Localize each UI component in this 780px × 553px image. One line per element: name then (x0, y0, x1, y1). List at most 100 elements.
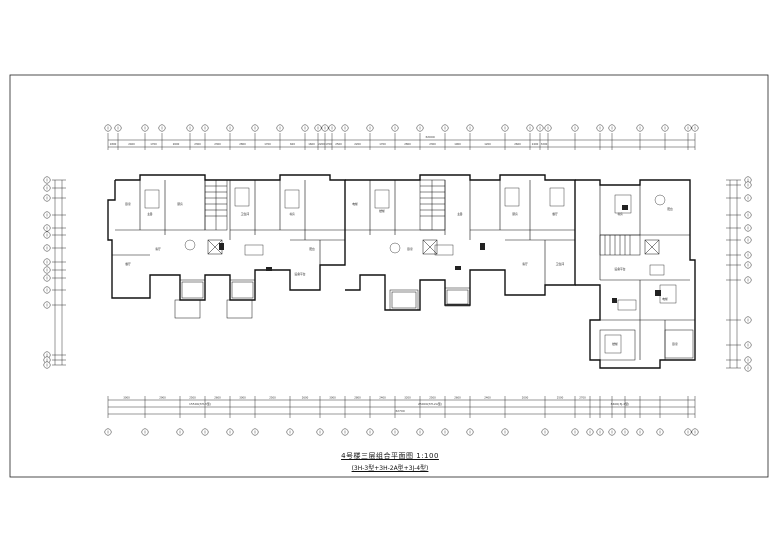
bottom-segment-label: 2500 (269, 396, 276, 400)
room-label: 卧室 (672, 342, 678, 346)
balconies (174, 279, 694, 361)
top-grid-bubble-27 (636, 124, 644, 132)
room-label: 餐厅 (125, 262, 131, 266)
bottom-grid-bubble-15 (501, 428, 509, 436)
interior-partitions (112, 180, 695, 360)
top-grid-bubbles (104, 124, 699, 132)
bottom-grid-bubble-11 (391, 428, 399, 436)
right-grid-bubble-9 (744, 276, 752, 284)
top-grid-bubble-23 (544, 124, 552, 132)
top-segment-label: 1200 (484, 142, 491, 146)
right-grid-bubbles (744, 176, 752, 372)
drawing-subtitle: (3H-3型+3H-2A型+3J-4型) (351, 465, 429, 472)
bottom-segment-label: 2500 (189, 396, 196, 400)
top-grid-bubble-6 (201, 124, 209, 132)
left-grid-bubble-4 (43, 211, 51, 219)
bottom-grid-bubble-9 (341, 428, 349, 436)
bottom-overall-dimension: 32700 (395, 409, 405, 413)
furniture-beds (144, 187, 677, 354)
top-grid-bubble-16 (391, 124, 399, 132)
top-grid-bubble-10 (301, 124, 309, 132)
bottom-grid-bubble-19 (596, 428, 604, 436)
top-grid-bubble-29 (684, 124, 692, 132)
room-label: 楼梯 (612, 342, 618, 346)
top-grid-bubble-19 (466, 124, 474, 132)
sheet-frame (9, 74, 769, 478)
left-grid-bubble-1 (43, 176, 51, 184)
top-segment-label: 2300 (429, 142, 436, 146)
bottom-grid-bubble-6 (251, 428, 259, 436)
right-grid-bubble-5 (744, 224, 752, 232)
bottom-segment-label: 2400 (484, 396, 491, 400)
left-grid-bubble-12 (43, 301, 51, 309)
room-label: 主卧 (147, 212, 153, 216)
top-segment-label: 1800 (110, 142, 117, 146)
top-grid-bubble-13 (328, 124, 336, 132)
top-grid-bubble-3 (141, 124, 149, 132)
room-labels: 卧室主卧厨房餐厅客厅卫生间书房阳台设备平台电梯楼梯卧室主卧厨房餐厅客厅卫生间书房… (125, 202, 678, 346)
bottom-grid-bubble-2 (141, 428, 149, 436)
bottom-segment-label: 3000 (123, 396, 130, 400)
bottom-grid-bubble-20 (608, 428, 616, 436)
top-segment-label: 1700 (379, 142, 386, 146)
right-dimension-chain (726, 179, 741, 369)
right-grid-bubble-10 (744, 316, 752, 324)
right-grid-bubble-7 (744, 251, 752, 259)
elevator-shafts (207, 239, 660, 255)
right-grid-bubble-11 (744, 341, 752, 349)
top-segment-label: 2400 (532, 142, 539, 146)
top-grid-bubble-9 (276, 124, 284, 132)
top-grid-bubble-25 (596, 124, 604, 132)
top-grid-bubble-11 (314, 124, 322, 132)
top-segment-label: 1700 (325, 142, 332, 146)
top-segment-label: 1600 (308, 142, 315, 146)
furniture-fixtures (219, 205, 661, 303)
right-grid-bubble-6 (744, 236, 752, 244)
bottom-grid-bubble-16 (541, 428, 549, 436)
top-segment-label: 2800 (404, 142, 411, 146)
stair-core-left (204, 179, 228, 231)
top-segment-label: 3200 (541, 142, 548, 146)
bottom-grid-bubble-21 (621, 428, 629, 436)
bottom-grid-bubble-24 (684, 428, 692, 436)
bottom-group-2: 25000(3H-2A型) (418, 401, 442, 406)
bottom-segment-label: 3000 (329, 396, 336, 400)
room-label: 阳台 (667, 207, 673, 211)
top-segment-label: 1700 (264, 142, 271, 146)
top-grid-bubble-8 (251, 124, 259, 132)
right-grid-bubble-2 (744, 181, 752, 189)
left-grid-bubble-6 (43, 231, 51, 239)
bottom-grid-bubble-23 (656, 428, 664, 436)
bottom-segment-label: 2700 (579, 396, 586, 400)
left-grid-bubble-13 (43, 351, 51, 359)
room-label: 卫生间 (241, 212, 250, 216)
right-grid-bubble-12 (744, 356, 752, 364)
room-label: 书房 (617, 212, 623, 216)
bottom-grid-bubble-25 (691, 428, 699, 436)
bottom-segment-label: 2600 (302, 396, 309, 400)
top-dimension-chain (107, 133, 696, 150)
room-label: 厨房 (512, 212, 518, 216)
bottom-segment-label: 3200 (404, 396, 411, 400)
top-grid-bubble-26 (608, 124, 616, 132)
left-grid-bubble-3 (43, 194, 51, 202)
top-grid-bubble-5 (186, 124, 194, 132)
right-grid-bubble-13 (744, 364, 752, 372)
room-label: 楼梯 (379, 209, 385, 213)
top-grid-bubble-2 (114, 124, 122, 132)
left-grid-bubble-11 (43, 286, 51, 294)
bottom-segment-label: 2600 (454, 396, 461, 400)
room-label: 餐厅 (552, 212, 558, 216)
top-segment-label: 2400 (128, 142, 135, 146)
top-grid-bubble-14 (341, 124, 349, 132)
room-label: 卧室 (125, 202, 131, 206)
bottom-grid-bubble-4 (201, 428, 209, 436)
room-label: 主卧 (457, 212, 463, 216)
left-grid-bubble-10 (43, 274, 51, 282)
top-grid-bubble-17 (416, 124, 424, 132)
bottom-segment-label: 3000 (239, 396, 246, 400)
top-grid-bubble-20 (501, 124, 509, 132)
bottom-grid-bubble-14 (466, 428, 474, 436)
